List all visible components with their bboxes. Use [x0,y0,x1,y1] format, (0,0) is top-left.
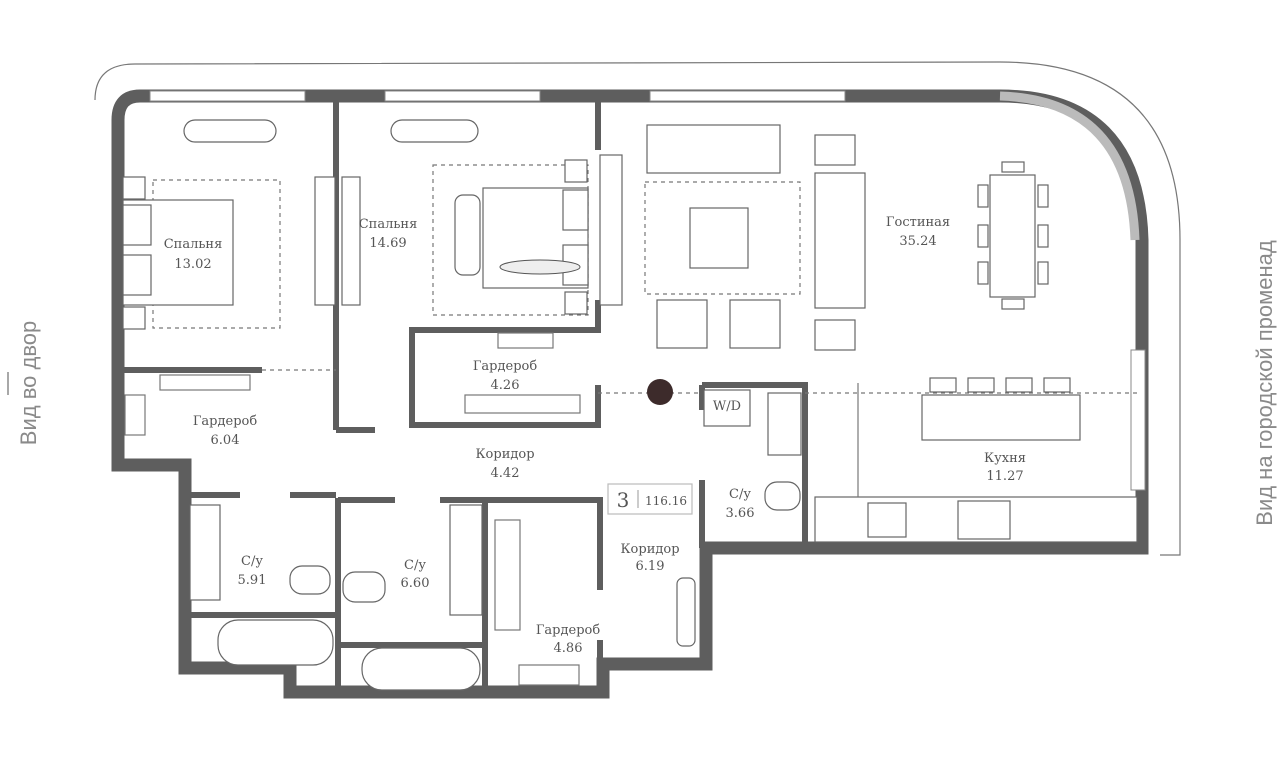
room-name: Спальня [164,237,223,252]
bathtub [217,619,334,666]
view-label-left: Вид во двор [16,321,41,445]
dining-table [989,174,1036,298]
room-area: 4.86 [554,641,583,656]
room-name: Гардероб [193,414,258,429]
facade-outline [94,61,1181,556]
room-name: Гостиная [886,215,950,230]
room-name: Спальня [359,217,418,232]
room-name: С/у [241,554,263,569]
rooms-count: 3 [617,488,630,512]
sink [867,502,907,538]
room-area: 14.69 [369,236,406,251]
view-label-right: Вид на городской променад [1252,240,1277,526]
interior-walls [118,100,808,692]
room-name: Гардероб [473,359,538,374]
room-area: 11.27 [986,469,1023,484]
room-area: 6.60 [401,576,430,591]
room-area: 3.66 [726,506,755,521]
room-name: Коридор [620,542,679,557]
outer-wall [111,89,1149,699]
coat-rack [676,577,696,647]
room-labels: Спальня 13.02 Спальня 14.69 Гардероб 4.2… [164,215,1026,656]
washer-dryer [703,389,751,427]
desk [183,119,277,143]
room-area: 4.26 [491,378,520,393]
person-icon [647,379,673,405]
person-figure [499,259,581,275]
sofa [814,172,866,309]
room-area: 35.24 [899,234,936,249]
cooktop [957,500,1011,540]
coffee-table [689,207,749,269]
room-area: 4.42 [491,466,520,481]
room-name: Кухня [984,451,1026,466]
room-area: 6.19 [636,559,665,574]
room-name: Коридор [475,447,534,462]
total-area: 116.16 [645,494,687,508]
apartment-badge: 3 116.16 [607,483,693,515]
room-area: 6.04 [211,433,240,448]
room-name: Гардероб [536,623,601,638]
room-name: С/у [729,487,751,502]
washer-label: W/D [713,399,741,414]
wardrobe-tv [314,176,336,306]
room-area: 5.91 [238,573,267,588]
windows [149,90,1146,491]
kitchen-island [921,394,1081,441]
room-area: 13.02 [174,257,211,272]
room-name: С/у [404,558,426,573]
bathtub [361,647,481,691]
sofa [646,124,781,174]
furniture [122,119,1138,691]
